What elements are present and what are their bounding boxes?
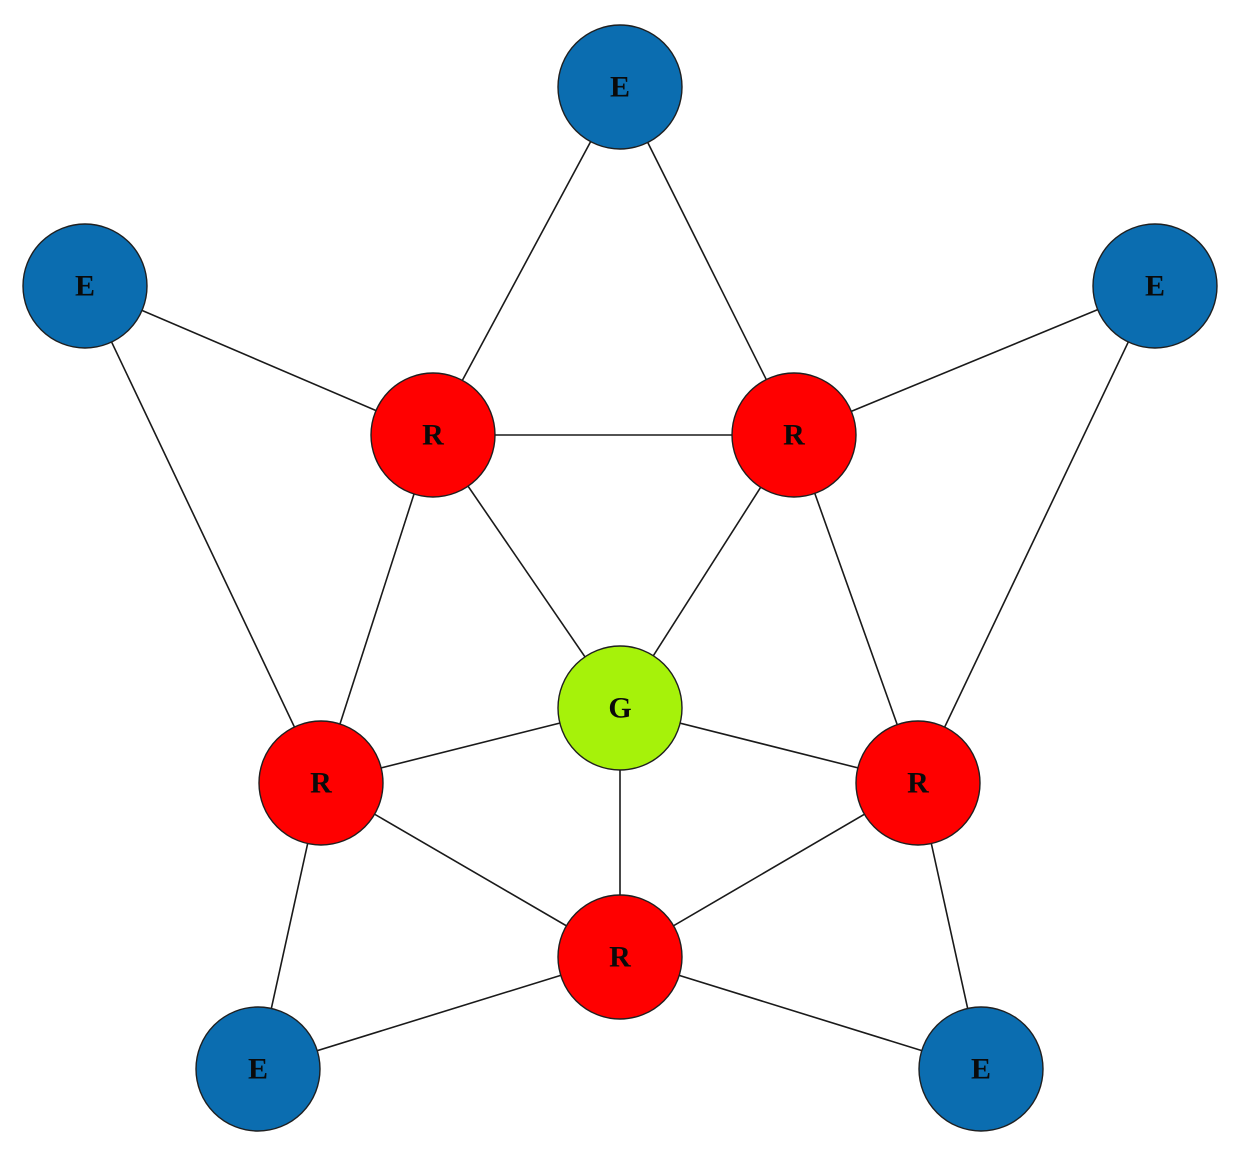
node-circle bbox=[731, 372, 857, 498]
node-circle bbox=[557, 894, 683, 1020]
node-circle bbox=[557, 24, 683, 150]
node-circle bbox=[557, 645, 683, 771]
node-label: E bbox=[75, 270, 95, 303]
node-e-bottom-left: E bbox=[195, 1006, 321, 1132]
edge-e_right-r_right bbox=[917, 285, 1156, 784]
node-label: G bbox=[608, 692, 631, 725]
edge-r_bottom-e_bottom_right bbox=[619, 956, 982, 1070]
node-circle bbox=[918, 1006, 1044, 1132]
node-r-top-right: R bbox=[731, 372, 857, 498]
nodes-layer: E E E E E R R R R R G bbox=[22, 24, 1218, 1132]
node-label: E bbox=[610, 71, 630, 104]
edge-r_bottom-e_bottom_left bbox=[257, 956, 621, 1070]
node-label: R bbox=[310, 767, 332, 800]
node-e-left: E bbox=[22, 223, 148, 349]
node-circle bbox=[195, 1006, 321, 1132]
node-circle bbox=[258, 720, 384, 846]
node-r-left: R bbox=[258, 720, 384, 846]
node-circle bbox=[855, 720, 981, 846]
node-label: R bbox=[907, 767, 929, 800]
node-r-right: R bbox=[855, 720, 981, 846]
node-label: R bbox=[783, 419, 805, 452]
node-circle bbox=[1092, 223, 1218, 349]
edge-e_top-r_top_right bbox=[619, 86, 795, 436]
node-g-center: G bbox=[557, 645, 683, 771]
node-e-top: E bbox=[557, 24, 683, 150]
node-circle bbox=[22, 223, 148, 349]
node-r-top-left: R bbox=[370, 372, 496, 498]
edge-e_left-r_left bbox=[84, 285, 322, 784]
node-label: E bbox=[248, 1053, 268, 1086]
node-e-bottom-right: E bbox=[918, 1006, 1044, 1132]
node-r-bottom: R bbox=[557, 894, 683, 1020]
edge-e_right-r_top_right bbox=[793, 285, 1156, 436]
node-label: R bbox=[422, 419, 444, 452]
node-label: E bbox=[971, 1053, 991, 1086]
node-label: R bbox=[609, 941, 631, 974]
edge-e_left-r_top_left bbox=[84, 285, 434, 436]
edge-e_top-r_top_left bbox=[432, 86, 621, 436]
node-circle bbox=[370, 372, 496, 498]
node-label: E bbox=[1145, 270, 1165, 303]
node-e-right: E bbox=[1092, 223, 1218, 349]
